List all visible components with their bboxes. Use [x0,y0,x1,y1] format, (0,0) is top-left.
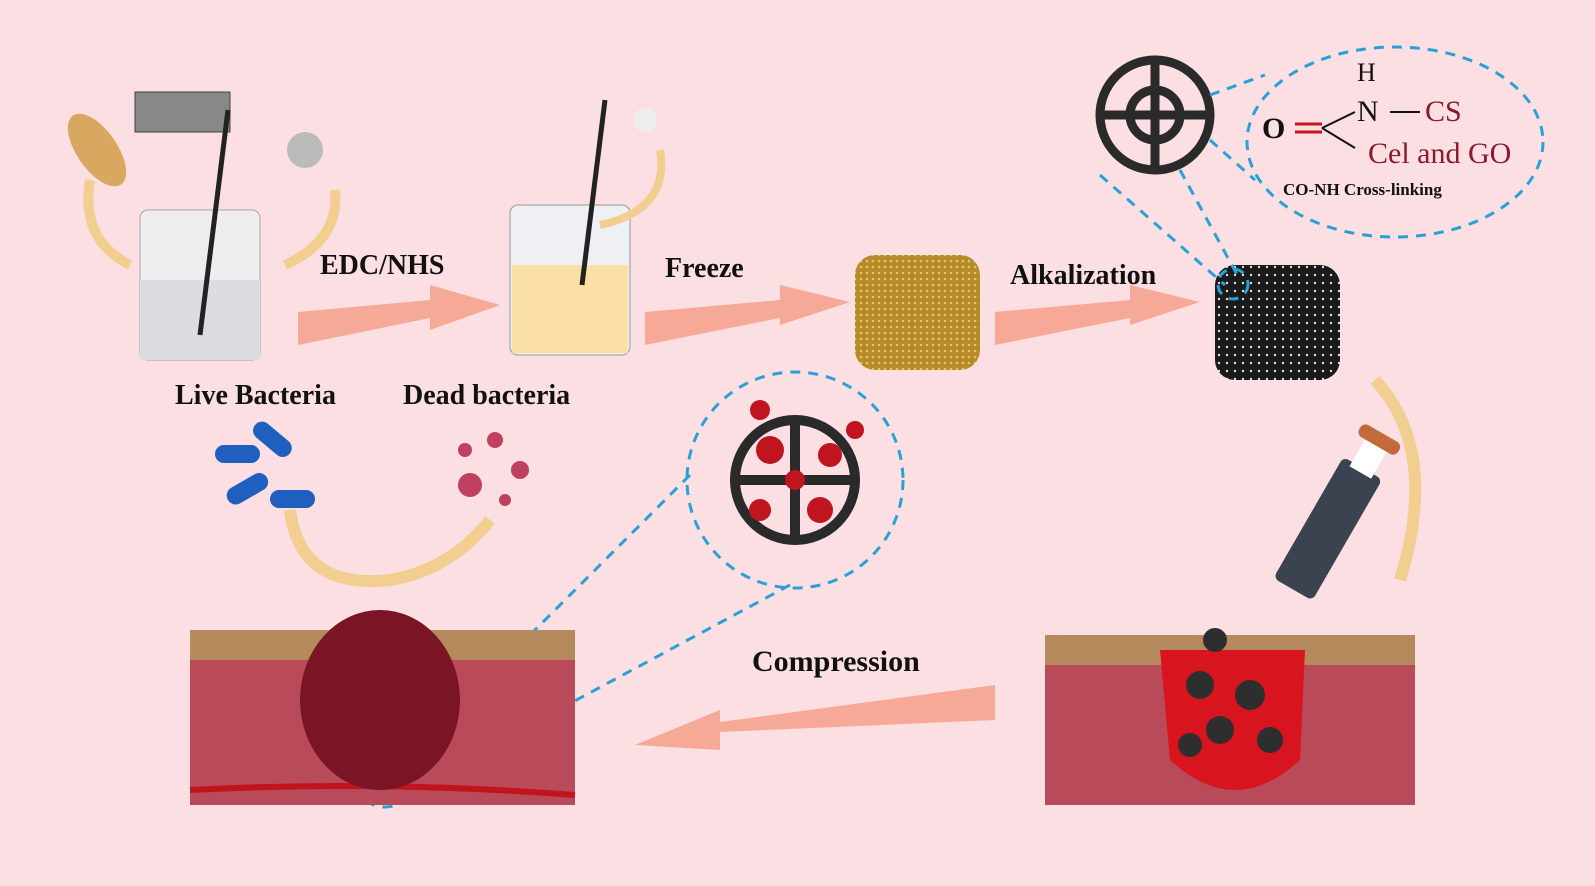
blood-cell-network [730,400,864,545]
step-compression: Compression [752,645,920,678]
transition-arrow-right [1370,375,1422,582]
frozen-sponge [855,255,980,370]
chem-cs: CS [1425,95,1462,128]
syringe-icon [1275,424,1401,599]
chem-o: O [1262,112,1286,145]
porous-network-icon [1095,55,1215,175]
chem-caption: CO-NH Cross-linking [1283,180,1442,199]
alkalized-sponge [1215,265,1340,380]
chem-n: N [1357,95,1379,128]
step-alkalization: Alkalization [1010,260,1157,291]
step-edc-nhs: EDC/NHS [320,250,445,281]
wound-tissue-left [189,610,576,805]
process-arrows [298,285,1200,750]
chem-h: H [1357,58,1376,87]
transition-arrow [284,509,495,588]
label-dead-bacteria: Dead bacteria [403,380,571,411]
beaker-live-bacteria [67,91,341,361]
step-freeze: Freeze [665,253,744,284]
dead-bacteria-icon [458,432,529,506]
wound-tissue-right [1045,628,1415,805]
live-bacteria-icon [215,421,315,508]
label-live-bacteria: Live Bacteria [175,380,336,411]
amide-bond-lines [1295,111,1420,149]
beaker-dead-bacteria [509,99,666,356]
chem-cel-go: Cel and GO [1368,137,1512,170]
